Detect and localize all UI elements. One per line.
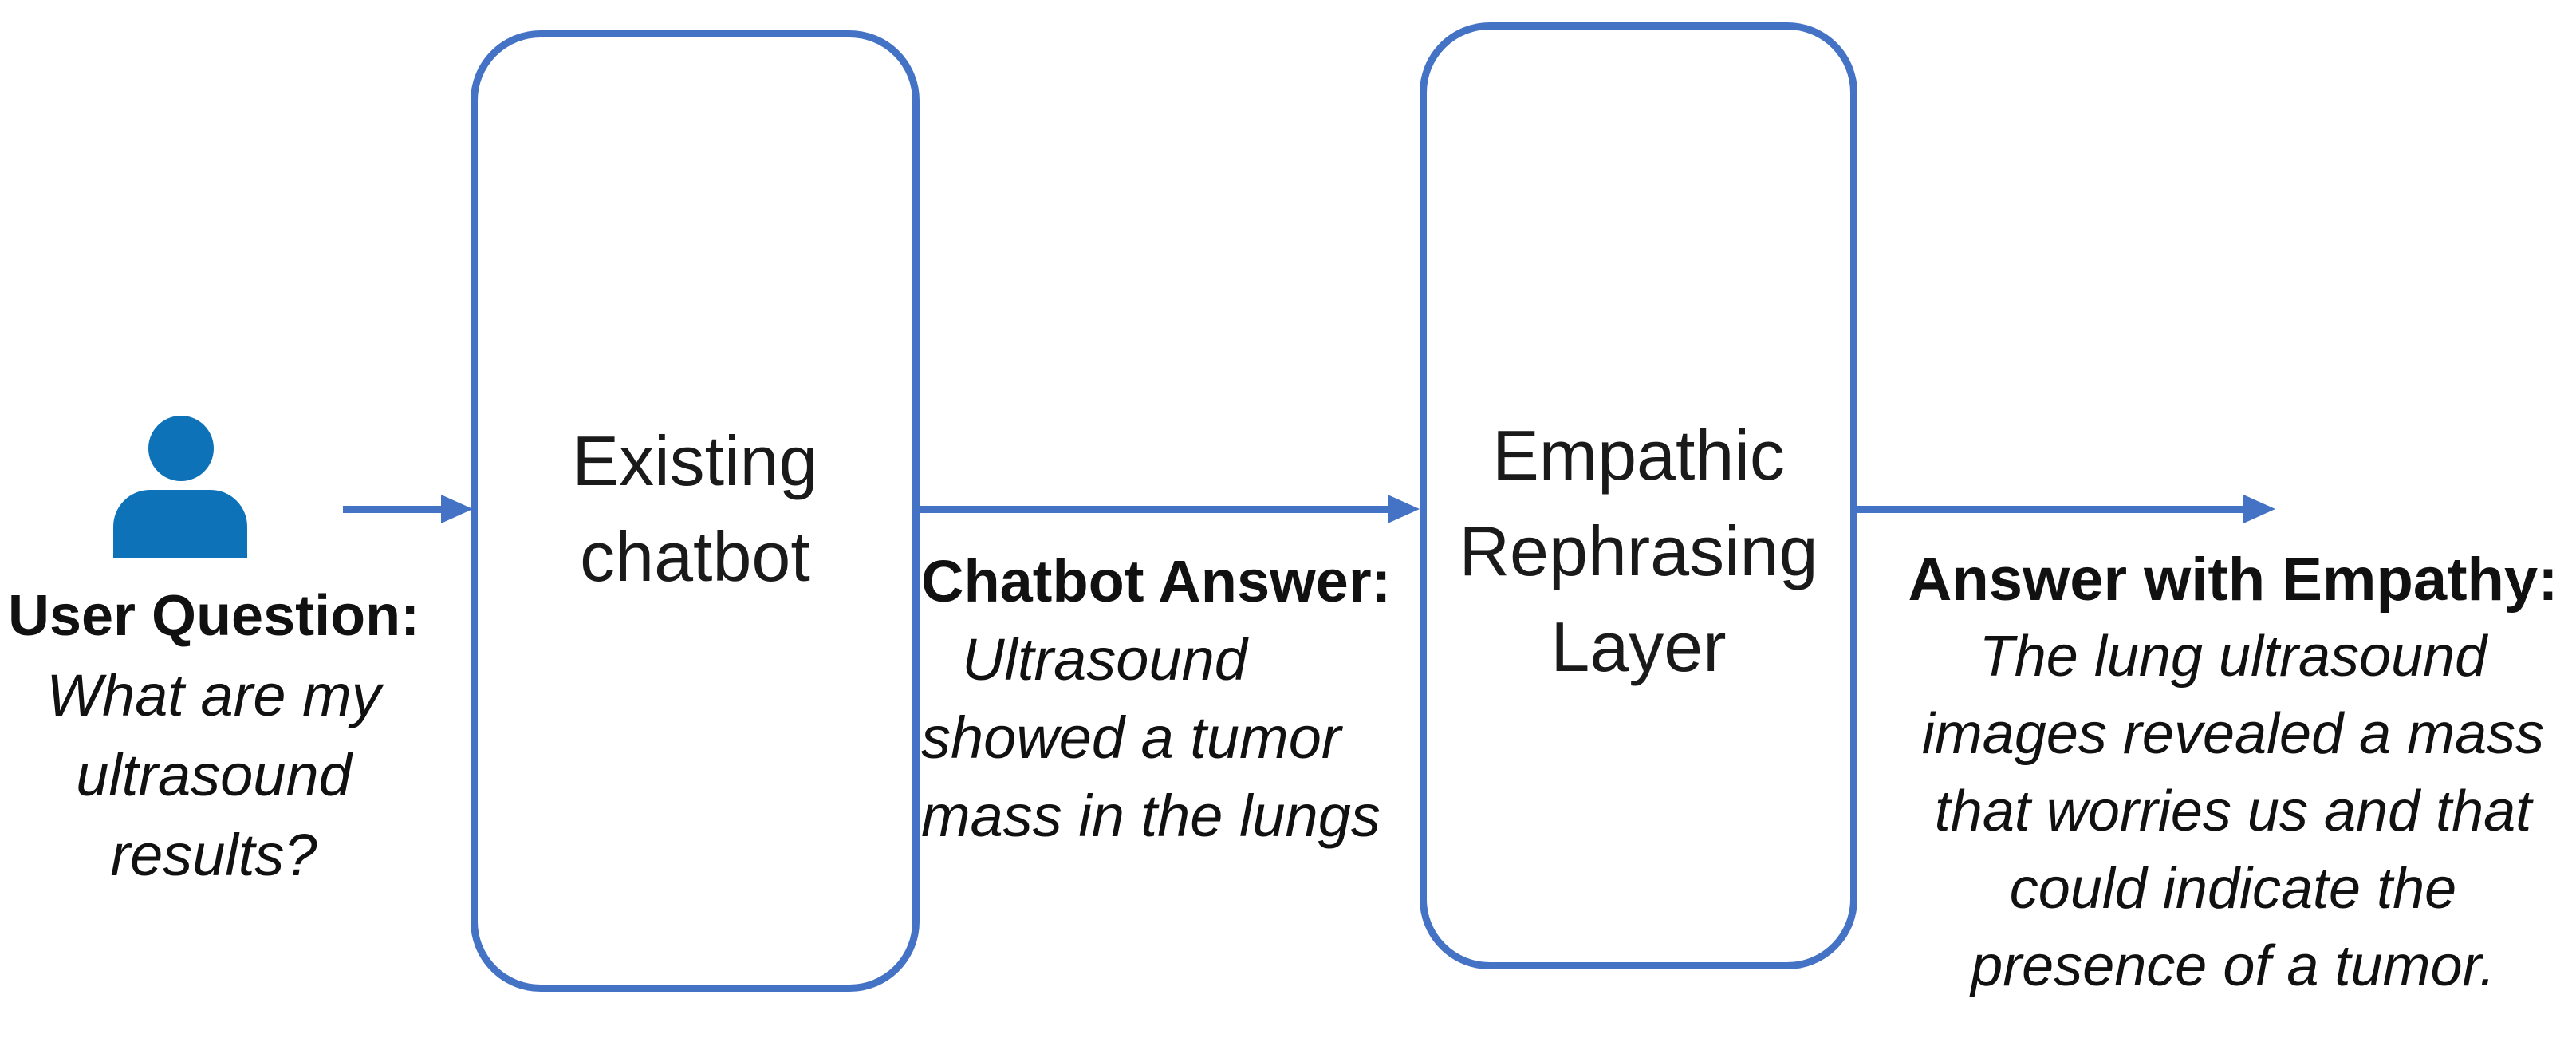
user-question-label: User Question:: [7, 584, 420, 648]
chatbot-answer-label: Chatbot Answer:: [921, 548, 1392, 614]
user-question-line-1: What are my: [46, 662, 381, 728]
chatbot-answer-line-3: mass in the lungs: [921, 783, 1381, 849]
empathy-answer-line-5: presence of a tumor.: [1971, 934, 2495, 998]
user-question-line-3: results?: [110, 822, 317, 888]
box-existing-chatbot: [471, 30, 920, 992]
box-empathic-layer-line-2: Rephrasing: [1459, 511, 1818, 590]
box-existing-chatbot-line-2: chatbot: [580, 517, 810, 596]
empathy-answer-line-2: images revealed a mass: [1921, 702, 2545, 766]
chatbot-answer-line-1: Ultrasound: [962, 626, 1247, 693]
empathy-answer-line-4: could indicate the: [2009, 857, 2457, 921]
empathy-answer-line-1: The lung ultrasound: [1979, 625, 2487, 689]
arrow-head-icon: [1388, 495, 1420, 523]
arrow-user-to-chatbot: [343, 495, 473, 523]
arrow-empathic-layer-to-output: [1854, 495, 2275, 523]
chatbot-answer-line-2: showed a tumor: [921, 704, 1341, 771]
arrow-head-icon: [441, 495, 473, 523]
empathy-answer-label: Answer with Empathy:: [1908, 546, 2558, 614]
user-question-line-2: ultrasound: [76, 742, 352, 808]
user-question-annotation: User Question: What are my ultrasound re…: [6, 576, 421, 895]
arrow-shaft: [343, 506, 444, 513]
arrow-shaft: [1854, 506, 2247, 513]
arrow-chatbot-to-empathic-layer: [920, 495, 1420, 523]
box-empathic-layer-line-3: Layer: [1550, 607, 1727, 686]
person-icon-head: [148, 416, 214, 481]
box-existing-chatbot-line-1: Existing: [572, 421, 818, 500]
box-empathic-rephrasing-layer: [1420, 22, 1857, 969]
arrow-head-icon: [2243, 495, 2275, 523]
person-icon-body: [113, 490, 247, 558]
empathy-answer-annotation: Answer with Empathy: The lung ultrasound…: [1898, 541, 2568, 1005]
box-empathic-rephrasing-layer-label: Empathic Rephrasing Layer: [1420, 408, 1857, 695]
box-existing-chatbot-label: Existing chatbot: [471, 413, 920, 605]
empathy-answer-line-3: that worries us and that: [1934, 779, 2532, 843]
arrow-shaft: [920, 506, 1391, 513]
chatbot-answer-annotation: Chatbot Answer: Ultrasound showed a tumo…: [921, 543, 1392, 855]
box-empathic-layer-line-1: Empathic: [1492, 416, 1785, 495]
